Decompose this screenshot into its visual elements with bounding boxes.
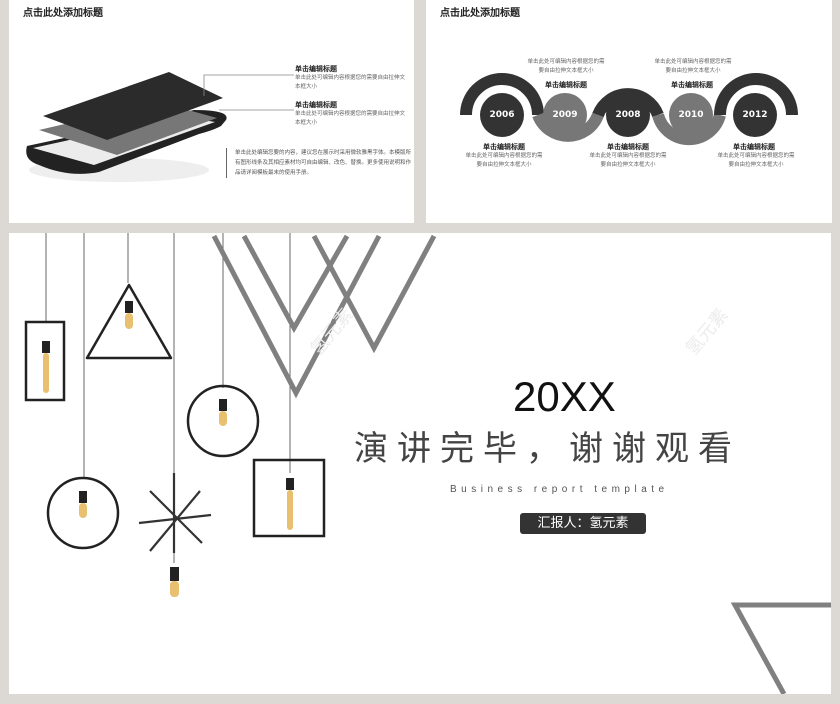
closing-title: 演讲完毕，谢谢观看 xyxy=(354,429,741,469)
description-paragraph: 单击此处编辑您要的内容，建议您在展示时采用微软雅黑字体。本模版所有图形线条及其相… xyxy=(226,148,414,178)
timeline-body: 单击此处可编辑内容根据您的需要自由拉伸文本框大小 xyxy=(527,59,605,74)
timeline-body: 单击此处可编辑内容根据您的需要自由拉伸文本框大小 xyxy=(589,153,667,168)
item-body: 单击此处可编辑内容根据您的需要自由拉伸文本框大小 xyxy=(295,75,406,90)
year-node: 2010 xyxy=(669,93,713,137)
tablet-layers-illustration xyxy=(26,72,294,182)
year-node: 2008 xyxy=(606,93,650,137)
year-node: 2012 xyxy=(733,93,777,137)
timeline-heading: 单击编辑标题 xyxy=(607,143,649,151)
timeline-body: 单击此处可编辑内容根据您的需要自由拉伸文本框大小 xyxy=(654,59,732,74)
year-node: 2009 xyxy=(543,93,587,137)
timeline-heading: 单击编辑标题 xyxy=(733,143,775,151)
timeline-body: 单击此处可编辑内容根据您的需要自由拉伸文本框大小 xyxy=(717,153,795,168)
slide-title: 点击此处添加标题 xyxy=(440,8,520,19)
slide-title: 点击此处添加标题 xyxy=(23,8,103,19)
year-title: 20XX xyxy=(513,373,616,420)
timeline-heading: 单击编辑标题 xyxy=(671,81,713,89)
item-heading: 单击编辑标题 xyxy=(295,65,337,73)
item-body: 单击此处可编辑内容根据您的需要自由拉伸文本框大小 xyxy=(295,111,406,126)
slide-thumbnail-1[interactable]: 点击此处添加标题 单击编辑标题 单击此处可编辑内容根据您的需要自由拉伸文本框大小… xyxy=(9,0,414,223)
year-node: 2006 xyxy=(480,93,524,137)
timeline-body: 单击此处可编辑内容根据您的需要自由拉伸文本框大小 xyxy=(465,153,543,168)
timeline-heading: 单击编辑标题 xyxy=(545,81,587,89)
subtitle: Business report template xyxy=(450,484,669,495)
timeline-heading: 单击编辑标题 xyxy=(483,143,525,151)
main-slide: 氢元素 氢元素 20XX 演讲完毕，谢谢观看 Business report t… xyxy=(9,233,831,694)
item-heading: 单击编辑标题 xyxy=(295,101,337,109)
pendant-lamps-illustration xyxy=(24,233,831,694)
presenter-badge: 汇报人：氢元素 xyxy=(520,513,646,534)
slide-thumbnail-2[interactable]: 点击此处添加标题 2006 2009 2008 2010 2012 单击编辑标题… xyxy=(426,0,832,223)
